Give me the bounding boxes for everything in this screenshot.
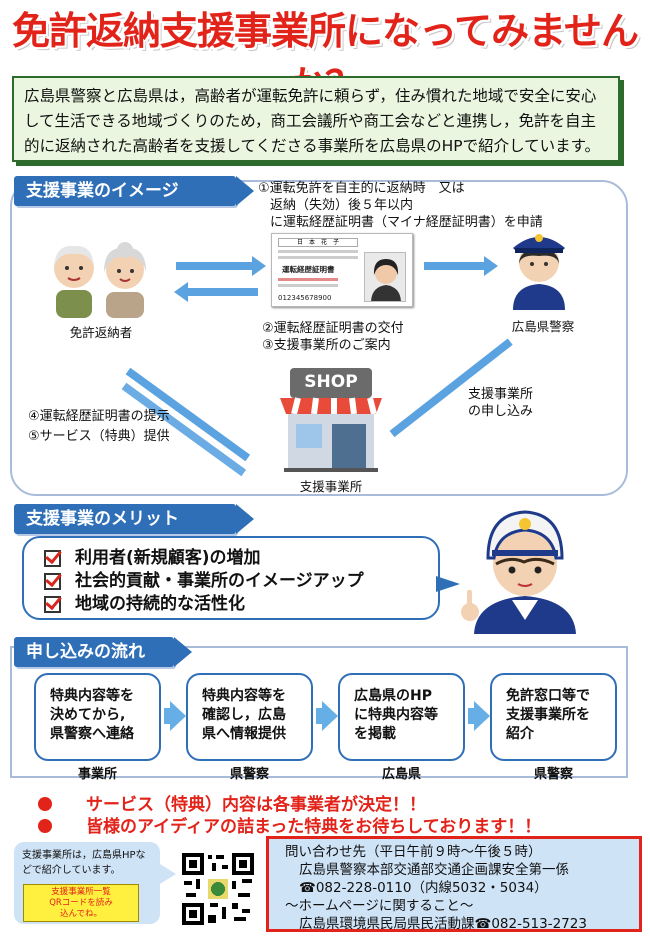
- flow-arrow-icon: [170, 701, 186, 731]
- contact-phone[interactable]: ☎082-228-0110（内線5032・5034）: [299, 880, 548, 896]
- returner-label: 免許返納者: [69, 325, 133, 340]
- flow-step-2: 特典内容等を 確認し，広島 県へ情報提供: [186, 673, 313, 761]
- flow-step-3: 広島県のHP に特典内容等 を掲載: [338, 673, 465, 761]
- shop-label: 支援事業所: [299, 479, 363, 494]
- contact-line: ～ホームページに関すること～: [285, 898, 474, 914]
- step2-text: ②運転経歴証明書の交付: [262, 321, 404, 336]
- step1-line2: 返納（失効）後５年以内: [270, 198, 414, 213]
- contact-line: 広島県環境県民局県民活動課☎082-513-2723: [299, 916, 587, 932]
- merit-bubble-tail: [436, 576, 460, 592]
- check-icon: [44, 572, 61, 590]
- flow-step-1: 特典内容等を 決めてから, 県警察へ連絡: [34, 673, 161, 761]
- flow-arrow-icon: [322, 701, 338, 731]
- step3-text: ③支援事業所のご案内: [262, 338, 391, 353]
- contact-line: 問い合わせ先（平日午前９時～午後５時）: [285, 844, 542, 860]
- card-photo: [364, 252, 406, 302]
- merit-section-tag: 支援事業のメリット: [14, 504, 254, 534]
- note-box-tail: [160, 864, 176, 884]
- flow-step-1-actor: 事業所: [77, 767, 117, 782]
- flow-arrow-body-1: [164, 708, 172, 724]
- card-name: 日 本 花 子: [278, 238, 358, 247]
- bullet-icon: [38, 797, 52, 811]
- apply-line2: の申し込み: [468, 404, 534, 419]
- arrow-right-2: [424, 262, 486, 270]
- check-icon: [44, 595, 61, 613]
- bullet-icon: [38, 819, 52, 833]
- arrow-left-1-head: [174, 282, 188, 302]
- contact-line: 広島県警察本部交通部交通企画課安全第一係: [299, 862, 569, 878]
- arrow-right-2-head: [484, 256, 498, 276]
- merit-bubble: [22, 536, 440, 620]
- elderly-couple-illustration: [44, 238, 156, 318]
- shop-illustration: [276, 368, 386, 472]
- police-mascot-illustration: [452, 508, 598, 634]
- intro-text: 広島県警察と広島県は，高齢者が運転免許に頼らず，住み慣れた地域で安全に安心して生…: [12, 76, 620, 162]
- flow-arrow-body-2: [316, 708, 324, 724]
- card-title: 運転経歴証明書: [282, 265, 335, 274]
- contact-phone[interactable]: ☎082-513-2723: [474, 916, 587, 932]
- card-number: 012345678900: [278, 294, 332, 302]
- police-label: 広島県警察: [511, 319, 575, 334]
- flow-step-4: 免許窓口等で 支援事業所を 紹介: [490, 673, 617, 761]
- step5-text: ⑤サービス（特典）提供: [28, 429, 170, 444]
- check-icon: [44, 549, 61, 567]
- flow-section-tag: 申し込みの流れ: [14, 637, 192, 667]
- shop-sign: SHOP: [304, 372, 358, 392]
- qr-instruction-box: 支援事業所一覧 QRコードを読み 込んでね。: [23, 884, 139, 922]
- flow-step-4-actor: 県警察: [533, 767, 573, 782]
- license-card: 日 本 花 子 運転経歴証明書 012345678900: [271, 233, 413, 307]
- merit-item: 地域の持続的な活性化: [44, 592, 245, 616]
- arrow-left-1: [188, 288, 258, 296]
- flow-arrow-body-3: [468, 708, 476, 724]
- notice-line: サービス（特典）内容は各事業者が決定！！: [38, 790, 426, 815]
- step1-line3: に運転経歴証明書（マイナ経歴証明書）を申請: [270, 215, 543, 230]
- flow-step-3-actor: 広島県: [381, 767, 421, 782]
- image-section-tag: 支援事業のイメージ: [14, 176, 254, 206]
- step1-line1: ①運転免許を自主的に返納時 又は: [258, 181, 465, 196]
- flow-step-2-actor: 県警察: [229, 767, 269, 782]
- police-officer-illustration: [505, 224, 573, 310]
- flow-arrow-icon: [474, 701, 490, 731]
- qr-code[interactable]: [182, 853, 254, 925]
- arrow-right-1: [176, 262, 254, 270]
- step4-text: ④運転経歴証明書の提示: [28, 409, 170, 424]
- contact-box: 問い合わせ先（平日午前９時～午後５時） 広島県警察本部交通部交通企画課安全第一係…: [266, 836, 642, 932]
- arrow-right-1-head: [252, 256, 266, 276]
- merit-item: 利用者(新規顧客)の増加: [44, 546, 261, 570]
- merit-item: 社会的貢献・事業所のイメージアップ: [44, 569, 364, 593]
- notice-line: 皆様のアイディアの詰まった特典をお待ちしております！！: [38, 812, 541, 837]
- apply-line1: 支援事業所: [468, 387, 534, 402]
